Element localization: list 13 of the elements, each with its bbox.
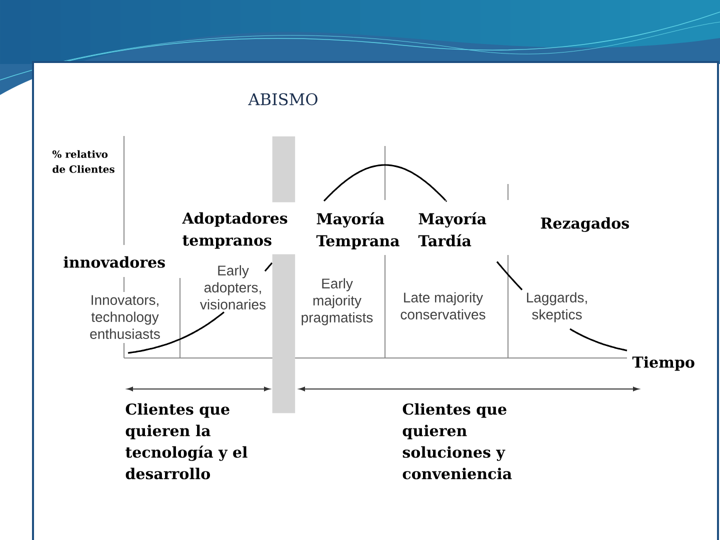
segment-label: Rezagados	[540, 217, 629, 232]
segment-label: Adoptadores tempranos	[182, 212, 288, 249]
axis-title: Tiempo	[632, 356, 694, 371]
axis-title: % relativo de Clientes	[52, 150, 114, 173]
segment-label: Mayoría Tardía	[418, 212, 486, 246]
span-caption: Clientes que quieren soluciones y conveniencia	[402, 403, 512, 480]
span-caption: Clientes que quieren la tecnología y el desarrollo	[126, 403, 248, 480]
segment-label: innovadores	[64, 256, 165, 268]
segment-label: Mayoría Temprana	[316, 212, 400, 250]
segment-caption: Late majority conservatives	[400, 292, 486, 320]
chasm-label: ABISMO	[248, 93, 318, 106]
segment-caption: Laggards, skeptics	[527, 292, 587, 322]
segment-caption: Innovators, technology enthusiasts	[90, 295, 160, 339]
